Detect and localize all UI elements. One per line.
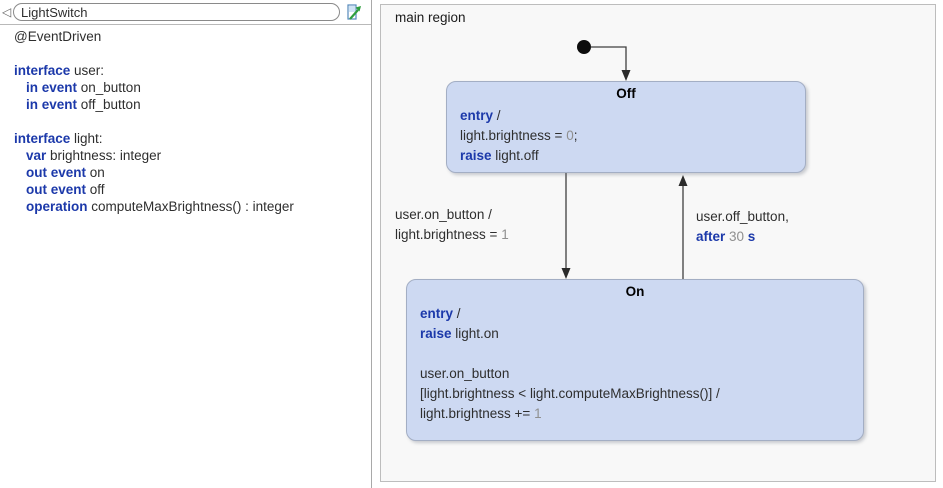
transition-label-line: user.off_button, <box>696 209 789 224</box>
transition-off-edge[interactable] <box>678 175 688 279</box>
state-body-line: light.brightness += 1 <box>420 406 542 421</box>
definition-line: interface user: <box>14 63 105 78</box>
definition-line: out event off <box>26 182 105 197</box>
state-body-line: light.brightness = 0; <box>460 128 578 143</box>
main-region[interactable]: main region <box>380 4 936 482</box>
statechart-name-input[interactable] <box>13 3 340 21</box>
definition-line: in event off_button <box>26 97 141 112</box>
region-label: main region <box>395 10 466 25</box>
blank-line <box>0 113 371 130</box>
state-body-line: raise light.off <box>460 148 539 163</box>
diagram-canvas: main region <box>373 0 943 488</box>
state-on-body: entry / raise light.on user.on_button [l… <box>407 302 863 424</box>
state-off-body: entry / light.brightness = 0; raise ligh… <box>447 104 805 166</box>
statechart-definition[interactable]: @EventDriven interface user: in event on… <box>0 25 371 215</box>
state-body-line: raise light.on <box>420 326 499 341</box>
state-body-line: entry / <box>460 108 501 123</box>
transition-label-line: light.brightness = 1 <box>395 227 509 242</box>
definition-line: out event on <box>26 165 105 180</box>
definition-header: ◁ <box>0 0 371 25</box>
state-body-line: entry / <box>420 306 461 321</box>
state-body-line: [light.brightness < light.computeMaxBrig… <box>420 386 720 401</box>
state-off[interactable]: Off entry / light.brightness = 0; raise … <box>446 81 806 173</box>
transition-label-line: after 30 s <box>696 229 756 244</box>
transition-label-off[interactable]: user.off_button, after 30 s <box>696 207 789 247</box>
definition-line: @EventDriven <box>14 29 102 44</box>
state-body-line: user.on_button <box>420 366 510 381</box>
transition-on-edge[interactable] <box>561 173 571 279</box>
definition-line: interface light: <box>14 131 103 146</box>
transitions-layer <box>561 40 688 279</box>
open-editor-icon[interactable] <box>343 2 365 24</box>
blank-line <box>0 45 371 62</box>
definition-line: in event on_button <box>26 80 141 95</box>
state-on[interactable]: On entry / raise light.on user.on_button… <box>406 279 864 441</box>
transition-label-line: user.on_button / <box>395 207 492 222</box>
state-off-title: Off <box>616 86 636 101</box>
definition-line: var brightness: integer <box>26 148 162 163</box>
definition-panel: ◁ @EventDriven interface user: in event … <box>0 0 372 488</box>
transition-label-on[interactable]: user.on_button / light.brightness = 1 <box>395 205 509 245</box>
definition-line: operation computeMaxBrightness() : integ… <box>26 199 294 214</box>
initial-state[interactable] <box>577 40 631 81</box>
state-on-title: On <box>625 284 645 299</box>
blank-line <box>420 344 863 364</box>
collapse-panel-icon[interactable]: ◁ <box>2 5 12 19</box>
